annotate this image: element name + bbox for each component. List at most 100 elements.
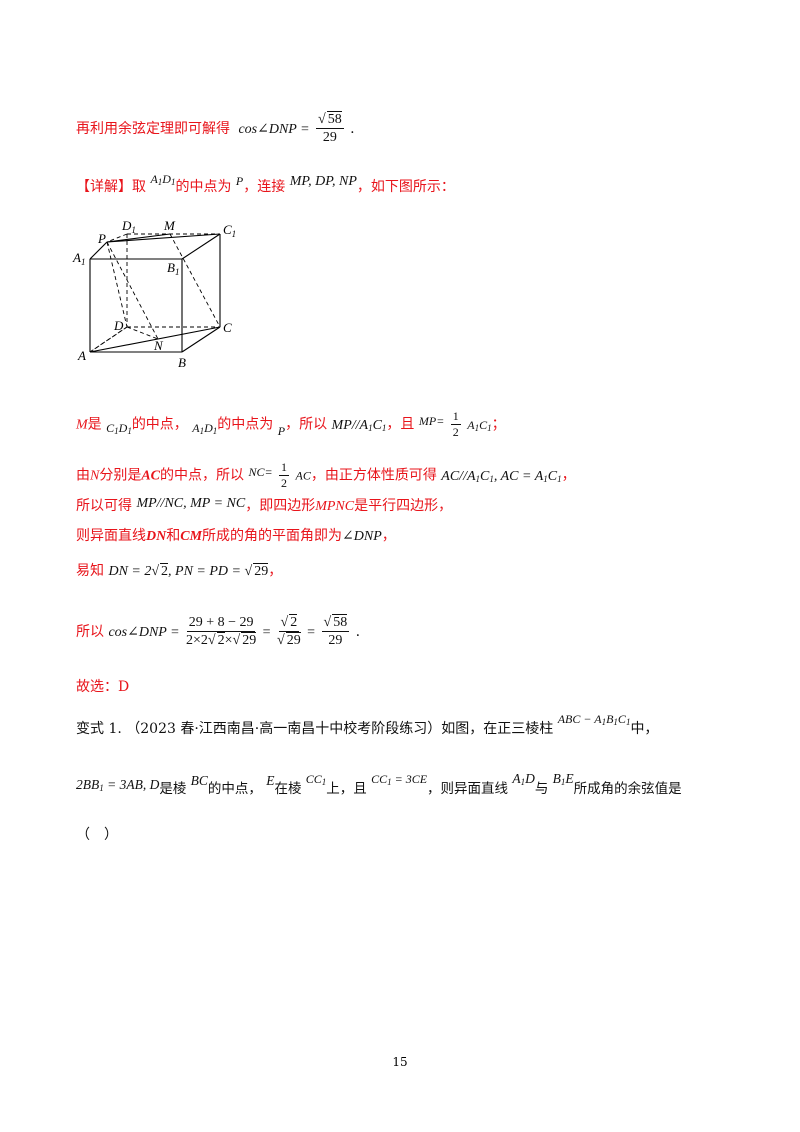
label-p: P <box>97 231 106 246</box>
text: ，连接 <box>243 179 286 195</box>
numerator: 58 <box>326 111 342 127</box>
conclusion-line: 再利用余弦定理即可解得 cos∠DNP = √58 29 . <box>76 111 355 146</box>
cube-diagram: D1 M C1 P A1 B1 D C N A B <box>72 218 236 370</box>
cos-expression: cos∠DNP = <box>108 624 180 640</box>
point-e: E <box>266 773 275 788</box>
text: 的中点，所以 <box>160 467 245 484</box>
text: 易知 <box>76 563 104 579</box>
segment-list: MP, DP, NP <box>289 174 357 189</box>
label-a: A <box>77 348 86 363</box>
label-m: M <box>163 218 176 233</box>
text: 分别是 <box>99 467 142 484</box>
text: ， <box>268 563 283 579</box>
text: 是平行四边形， <box>354 498 453 514</box>
text: 的中点为 <box>175 179 232 195</box>
label-d1: D1 <box>121 218 136 235</box>
fraction-result: √58 29 <box>316 111 344 146</box>
segment-c1d1: C1D1 <box>106 420 132 436</box>
angle-line: 则异面直线DN和CM所成的角的平面角即为∠DNP， <box>76 529 396 544</box>
text: ； <box>491 416 506 433</box>
label-c: C <box>223 320 232 335</box>
text: 在棱 <box>274 781 302 797</box>
answer-blank: （ ） <box>76 827 118 843</box>
page-number: 15 <box>392 1055 408 1069</box>
quad-mpnc: MPNC <box>315 499 355 514</box>
variant-conditions-line: 2BB1 = 3AB, D是棱 BC的中点， E在棱 CC1上，且 CC1 = … <box>76 772 682 797</box>
text: ，如下图所示： <box>356 179 455 195</box>
period: . <box>355 623 361 640</box>
label-c1: C1 <box>223 222 236 239</box>
segment-cm: CM <box>180 529 203 544</box>
denominator: 29 <box>322 130 337 146</box>
text: 中， <box>630 721 659 737</box>
segment-a1c1: A1C1 <box>467 417 492 433</box>
text: ，则异面直线 <box>427 781 509 797</box>
equals: = <box>262 624 271 640</box>
text: 和 <box>166 528 181 544</box>
detail-line: 【详解】取 A1D1的中点为 P，连接 MP, DP, NP，如下图所示： <box>76 173 455 195</box>
ac-relations: AC//A1C1, AC = A1C1 <box>441 468 562 484</box>
nc-eq: NC= <box>248 464 273 479</box>
label-b1: B1 <box>167 260 179 277</box>
text: ，且 <box>386 416 415 433</box>
text: 所以 <box>76 623 104 640</box>
lengths-line: 易知 DN = 2√2, PN = PD = √29， <box>76 563 283 579</box>
text: 则异面直线 <box>76 528 146 544</box>
text: ，由正方体性质可得 <box>310 467 437 484</box>
fraction-2: √2 √29 <box>277 614 301 649</box>
text: 的中点， <box>207 781 262 797</box>
point-p: P <box>277 423 286 438</box>
segment-b1e: B1E <box>552 771 574 787</box>
text: 所成角的余弦值是 <box>573 781 682 797</box>
segment-bc: BC <box>190 773 208 788</box>
variant-question-line: 变式 1. （2023 春·江西南昌·高一南昌十中校考阶段练习）如图，在正三棱柱… <box>76 713 659 737</box>
angle-dnp: ∠DNP <box>342 529 382 544</box>
mp-nc-relation: MP//NC, MP = NC <box>136 496 246 511</box>
text: ，所以 <box>285 416 328 433</box>
point-m: M <box>76 417 88 433</box>
mp-eq: MP= <box>418 413 445 428</box>
text: 是 <box>87 416 102 433</box>
midpoint-line: M是 C1D1的中点， A1D1的中点为 P，所以 MP//A1C1，且 MP=… <box>76 409 506 440</box>
conclusion-text: 再利用余弦定理即可解得 <box>76 120 230 137</box>
fraction-3: √58 29 <box>321 614 350 649</box>
text: 取 <box>132 179 146 195</box>
condition-expr: 2BB1 = 3AB, D <box>76 777 160 793</box>
text: ， <box>381 528 396 544</box>
text: 的中点， <box>131 416 188 433</box>
segment-dn: DN <box>146 529 167 544</box>
segment-a1d1: A1D1 <box>150 172 176 187</box>
cos-expression: cos∠DNP = <box>238 121 310 137</box>
text: ， <box>561 467 576 484</box>
detail-tag: 【详解】 <box>76 179 132 195</box>
label-a1: A1 <box>72 250 85 267</box>
period: . <box>350 120 355 137</box>
point-n: N <box>90 468 100 484</box>
label-n: N <box>153 338 164 353</box>
equals: = <box>307 624 316 640</box>
prism-name: ABC − A1B1C1 <box>557 712 631 727</box>
lengths-expression: DN = 2√2, PN = PD = √29 <box>108 563 269 579</box>
cc1-eq: CC1 = 3CE <box>371 772 428 787</box>
text: 所以可得 <box>76 498 132 514</box>
text: 由 <box>76 467 90 484</box>
segment-ac: AC <box>141 468 161 484</box>
parallel-relation: MP//A1C1 <box>331 417 387 433</box>
text: 所成的角的平面角即为 <box>202 528 343 544</box>
point-p: P <box>235 174 244 188</box>
segment-a1d1: A1D1 <box>192 420 218 436</box>
parallelogram-line: 所以可得 MP//NC, MP = NC，即四边形MPNC是平行四边形， <box>76 496 453 514</box>
answer-line: 故选：D <box>76 679 130 695</box>
fraction-1: 29 + 8 − 29 2×2√2×√29 <box>186 615 257 649</box>
text: 的中点为 <box>217 416 274 433</box>
text: 上，且 <box>326 781 367 797</box>
question-text: 变式 1. （2023 春·江西南昌·高一南昌十中校考阶段练习）如图，在正三棱柱 <box>76 721 554 737</box>
segment-a1d: A1D <box>512 771 535 787</box>
cos-computation-line: 所以 cos∠DNP = 29 + 8 − 29 2×2√2×√29 = √2 … <box>76 614 361 649</box>
label-d: D <box>113 318 124 333</box>
text: 是棱 <box>159 781 187 797</box>
cube-figure: D1 M C1 P A1 B1 D C N A B <box>72 212 252 377</box>
text: ，即四边形 <box>245 498 316 514</box>
